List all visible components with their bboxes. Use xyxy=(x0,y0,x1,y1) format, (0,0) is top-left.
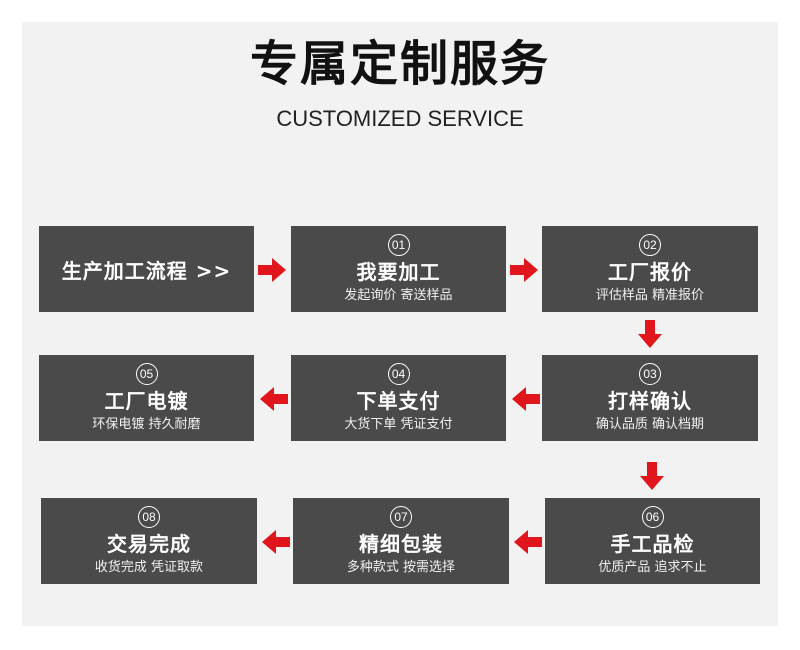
step-description: 多种款式 按需选择 xyxy=(346,559,456,575)
step-title: 我要加工 xyxy=(356,259,441,284)
step-description: 收货完成 凭证取款 xyxy=(94,559,204,575)
step-title: 手工品检 xyxy=(610,531,695,556)
page-title: 专属定制服务 xyxy=(249,36,550,92)
arrow-down-icon xyxy=(640,462,664,490)
step-number-badge: 06 xyxy=(641,505,664,528)
step-description: 评估样品 精准报价 xyxy=(595,287,705,303)
step-04-box: 04 下单支付 大货下单 凭证支付 xyxy=(291,355,506,441)
arrow-right-icon xyxy=(510,258,538,282)
process-start-label: 生产加工流程 >> xyxy=(61,258,232,283)
step-description: 环保电镀 持久耐磨 xyxy=(92,416,201,432)
step-number-badge: 08 xyxy=(138,505,160,528)
step-title: 精细包装 xyxy=(359,531,443,556)
step-description: 优质产品 追求不止 xyxy=(598,559,707,575)
arrow-left-icon xyxy=(512,387,540,411)
page-subtitle: CUSTOMIZED SERVICE xyxy=(276,106,524,131)
arrow-left-icon xyxy=(260,387,288,411)
step-title: 工厂报价 xyxy=(608,259,692,284)
step-02-box: 02 工厂报价 评估样品 精准报价 xyxy=(542,226,758,312)
step-description: 发起询价 寄送样品 xyxy=(344,287,453,303)
arrow-right-icon xyxy=(258,258,286,282)
step-title: 打样确认 xyxy=(608,388,692,413)
step-01-box: 01 我要加工 发起询价 寄送样品 xyxy=(291,226,506,312)
step-number-badge: 01 xyxy=(387,233,410,256)
step-title: 工厂电镀 xyxy=(104,388,189,413)
step-title: 下单支付 xyxy=(356,388,441,413)
step-03-box: 03 打样确认 确认品质 确认档期 xyxy=(542,355,758,441)
arrow-down-icon xyxy=(638,320,662,348)
step-08-box: 08 交易完成 收货完成 凭证取款 xyxy=(41,498,257,584)
step-title: 交易完成 xyxy=(107,531,191,556)
step-description: 大货下单 凭证支付 xyxy=(344,416,453,432)
process-start-box: 生产加工流程 >> xyxy=(39,226,254,312)
step-description: 确认品质 确认档期 xyxy=(595,416,705,432)
step-number-badge: 04 xyxy=(387,362,410,385)
step-07-box: 07 精细包装 多种款式 按需选择 xyxy=(293,498,509,584)
step-06-box: 06 手工品检 优质产品 追求不止 xyxy=(545,498,760,584)
step-number-badge: 05 xyxy=(135,362,158,385)
step-05-box: 05 工厂电镀 环保电镀 持久耐磨 xyxy=(39,355,254,441)
step-number-badge: 07 xyxy=(390,505,412,528)
step-number-badge: 02 xyxy=(639,233,661,256)
arrow-left-icon xyxy=(262,530,290,554)
step-number-badge: 03 xyxy=(639,362,661,385)
arrow-left-icon xyxy=(514,530,542,554)
